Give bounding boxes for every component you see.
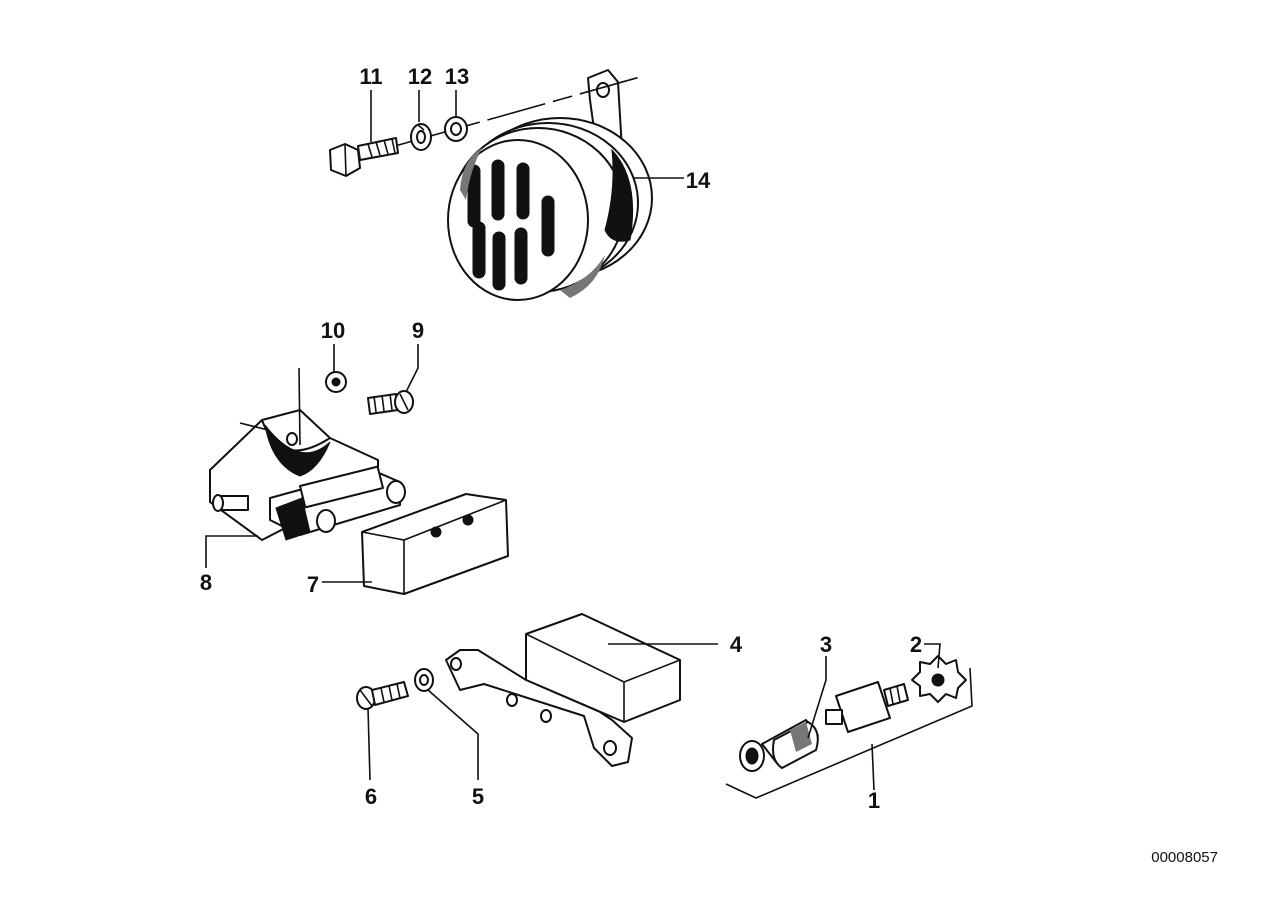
relay-cover-7	[361, 493, 509, 595]
star-nut-2	[911, 655, 967, 703]
callout-3: 3	[820, 632, 832, 657]
callout-1: 1	[868, 788, 880, 813]
callout-4: 4	[730, 632, 743, 657]
horn-assembly	[447, 69, 653, 301]
leader-lines	[205, 90, 941, 791]
hex-bolt-11	[329, 137, 399, 177]
callout-9: 9	[412, 318, 424, 343]
callout-14: 14	[686, 168, 711, 193]
callout-labels: 11 12 13 14 10 9 8 7 4 3 2 6 5 1	[200, 64, 922, 813]
callout-13: 13	[445, 64, 469, 89]
washer-13	[444, 116, 468, 142]
callout-7: 7	[307, 572, 319, 597]
callout-10: 10	[321, 318, 345, 343]
socket-assembly-1	[739, 681, 909, 772]
screw-9	[367, 390, 414, 415]
clamp-bracket-8	[209, 409, 406, 541]
spring-washer-12	[410, 123, 432, 151]
callout-2: 2	[910, 632, 922, 657]
callout-5: 5	[472, 784, 484, 809]
callout-12: 12	[408, 64, 432, 89]
nut-10	[325, 371, 347, 393]
callout-8: 8	[200, 570, 212, 595]
screw-6	[356, 681, 409, 710]
callout-6: 6	[365, 784, 377, 809]
document-id: 00008057	[1151, 849, 1218, 866]
callout-11: 11	[359, 64, 382, 89]
washer-5	[414, 668, 434, 692]
control-unit-4	[445, 613, 681, 767]
